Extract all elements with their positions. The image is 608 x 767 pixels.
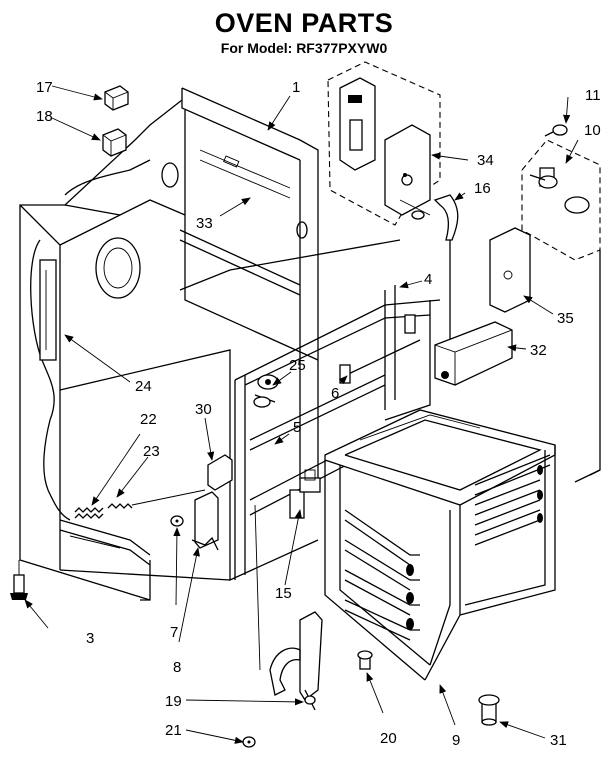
nut-part-21 — [242, 736, 256, 748]
leveling-leg-part-3 — [10, 560, 28, 600]
bracket-part-8 — [191, 536, 219, 551]
callout-34: 34 — [477, 152, 494, 169]
left-rack-slots — [344, 465, 543, 641]
callout-10: 10 — [584, 122, 601, 139]
leg-part-31 — [478, 694, 500, 726]
model-subtitle: For Model: RF377PXYW0 — [220, 40, 388, 56]
callout-20: 20 — [380, 730, 397, 747]
callout-31: 31 — [550, 732, 567, 749]
callout-32: 32 — [530, 342, 547, 359]
callout-30: 30 — [195, 401, 212, 418]
hinge-part-19 — [254, 504, 323, 711]
callout-9: 9 — [452, 732, 460, 749]
igniter-bracket-group-34 — [327, 61, 441, 226]
callout-labels: 17 18 1 33 34 16 11 10 4 35 32 24 25 6 5… — [36, 79, 601, 749]
callout-23: 23 — [143, 443, 160, 460]
callout-18: 18 — [36, 108, 53, 125]
callout-35: 35 — [557, 310, 574, 327]
callout-24: 24 — [135, 378, 152, 395]
callout-15: 15 — [275, 585, 292, 602]
oven-front-frame — [234, 285, 441, 580]
spring-part-23 — [107, 489, 206, 509]
burner-part-32 — [434, 321, 513, 386]
callout-1: 1 — [292, 79, 300, 96]
callout-21: 21 — [165, 722, 182, 739]
latch-part-30 — [194, 454, 233, 549]
valve-group-10 — [521, 124, 601, 261]
callout-22: 22 — [140, 411, 157, 428]
oven-cavity — [324, 409, 556, 681]
callout-11: 11 — [585, 87, 601, 104]
callout-7: 7 — [170, 624, 178, 641]
callout-3: 3 — [86, 630, 94, 647]
nut-part-7 — [170, 515, 184, 527]
diagram-title: OVEN PARTS — [214, 8, 394, 38]
leader-lines — [24, 85, 579, 744]
screw-part-20 — [357, 650, 373, 670]
callout-33: 33 — [196, 215, 213, 232]
burner-cover-part-35 — [489, 227, 531, 313]
clip-part-18 — [102, 128, 127, 157]
callout-4: 4 — [424, 271, 432, 288]
right-rack-slots — [474, 454, 551, 546]
callout-16: 16 — [474, 180, 491, 197]
callout-25: 25 — [289, 357, 306, 374]
oven-frame — [19, 87, 401, 601]
spring-part-22 — [74, 507, 104, 519]
callout-6: 6 — [331, 385, 339, 402]
callout-5: 5 — [293, 419, 301, 436]
clip-part-17 — [104, 85, 129, 111]
callout-17: 17 — [36, 79, 53, 96]
callout-8: 8 — [173, 659, 181, 676]
callout-19: 19 — [165, 693, 182, 710]
